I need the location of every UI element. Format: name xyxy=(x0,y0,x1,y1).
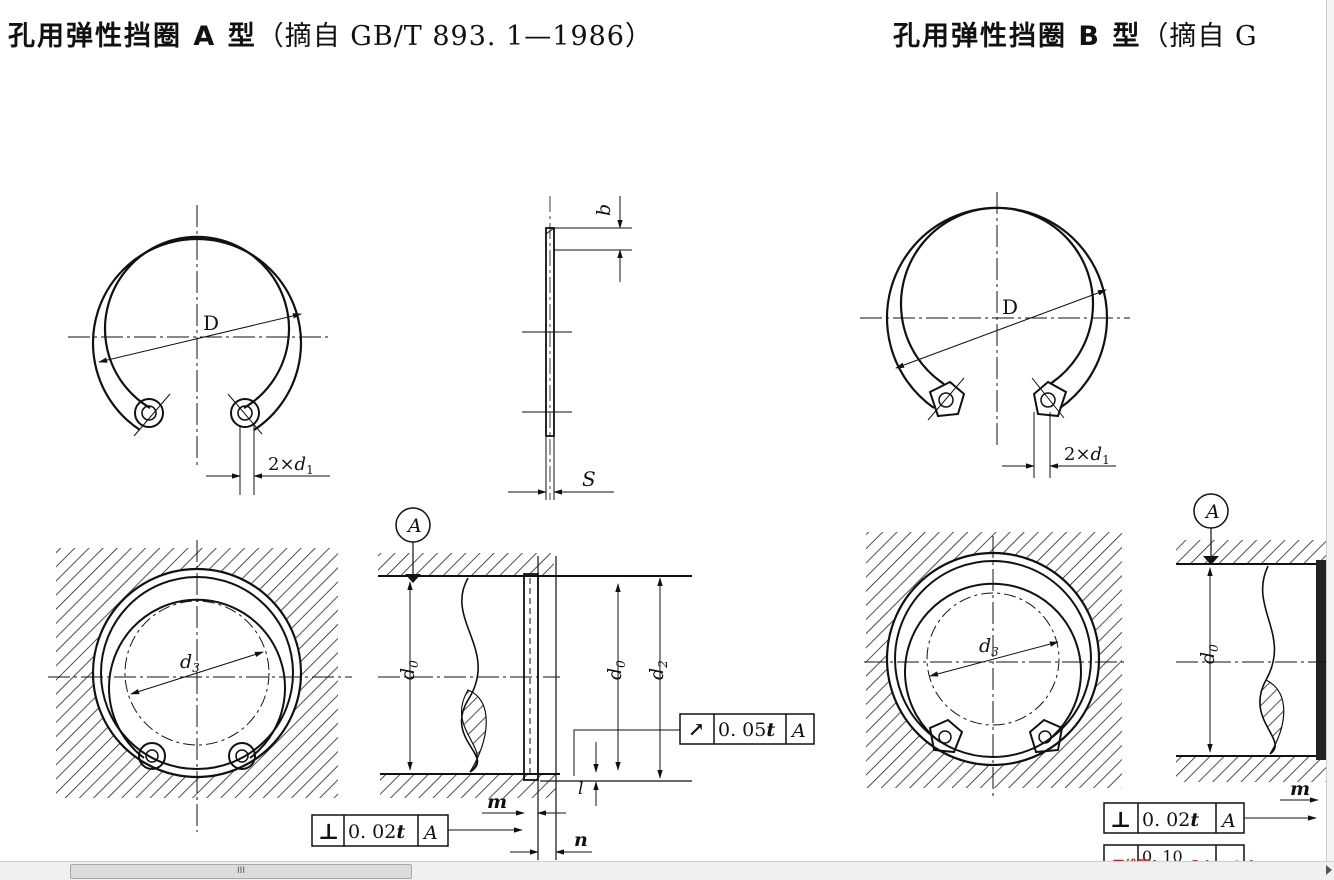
horizontal-scroll-thumb[interactable]: III xyxy=(70,864,412,879)
horizontal-scrollbar[interactable]: III xyxy=(0,861,1334,880)
perpendicular-symbol-icon-b: ⊥ xyxy=(1110,807,1131,833)
runout-tolerance-frame-a: ↗ 0. 05t A xyxy=(679,713,815,745)
perpendicularity-tolerance-frame-b: ⊥ 0. 02t A xyxy=(1103,802,1245,834)
label-2xd1-b: 2×d1 xyxy=(1064,444,1110,467)
label-m-b: m xyxy=(1290,778,1310,800)
perpendicular-symbol-icon: ⊥ xyxy=(318,819,339,845)
perpendicularity-tolerance-frame-a: ⊥ 0. 02t A xyxy=(311,814,449,847)
label-D-a: D xyxy=(203,311,219,335)
label-d0-b: d0 xyxy=(1197,644,1221,664)
type-a-ring-front-view xyxy=(68,205,330,495)
type-a-installed-front-view xyxy=(48,540,352,832)
datum-A-label-b: A xyxy=(1204,501,1220,523)
title-a-source: （摘自 GB/T 893. 1—1986） xyxy=(256,21,653,52)
label-l-a: l xyxy=(578,779,583,799)
label-d3-a: d3 xyxy=(180,651,200,675)
runout-ref-a: A xyxy=(790,720,806,742)
label-d0-left-a: d0 xyxy=(397,660,421,680)
title-a-main: 孔用弹性挡圈 A 型 xyxy=(8,21,257,52)
label-b-a: b xyxy=(593,204,615,216)
label-d2-a: d2 xyxy=(646,660,670,680)
runout-symbol-icon: ↗ xyxy=(688,717,705,741)
perp-value-b: 0. 02t xyxy=(1142,809,1199,831)
title-type-a: 孔用弹性挡圈 A 型（摘自 GB/T 893. 1—1986） xyxy=(8,14,653,53)
runout-value-a: 0. 05t xyxy=(718,719,775,741)
runout-tolerance-frame-b-partial: 0. 10 xyxy=(1103,844,1245,861)
type-a-section-view xyxy=(378,507,692,860)
label-d3-b: d3 xyxy=(979,635,999,659)
type-b-installed-front-view xyxy=(864,532,1124,800)
label-n-a: n xyxy=(574,829,588,851)
label-2xd1-a: 2×d1 xyxy=(268,454,314,477)
type-b-section-view xyxy=(1176,493,1326,821)
datum-A-label-a: A xyxy=(406,515,422,537)
label-D-b: D xyxy=(1002,295,1018,319)
perp-ref-b: A xyxy=(1220,810,1236,832)
vertical-scrollbar-edge[interactable] xyxy=(1326,0,1334,861)
title-b-main: 孔用弹性挡圈 B 型 xyxy=(893,21,1142,52)
title-b-source: （摘自 G xyxy=(1141,21,1258,52)
scroll-right-arrow-icon[interactable] xyxy=(1326,865,1332,875)
perp-value-a: 0. 02t xyxy=(348,821,405,843)
label-S-a: S xyxy=(582,467,596,491)
technical-drawing: D 2×d1 b S d3 xyxy=(48,192,1326,861)
type-a-side-view xyxy=(508,196,632,500)
label-m-a: m xyxy=(487,791,507,813)
type-b-ring-front-view xyxy=(860,192,1130,478)
runout-value-b-partial: 0. 10 xyxy=(1142,847,1183,861)
title-type-b: 孔用弹性挡圈 B 型（摘自 G xyxy=(893,14,1258,53)
label-d0-right-a: d0 xyxy=(604,660,628,680)
perp-ref-a: A xyxy=(422,822,438,844)
